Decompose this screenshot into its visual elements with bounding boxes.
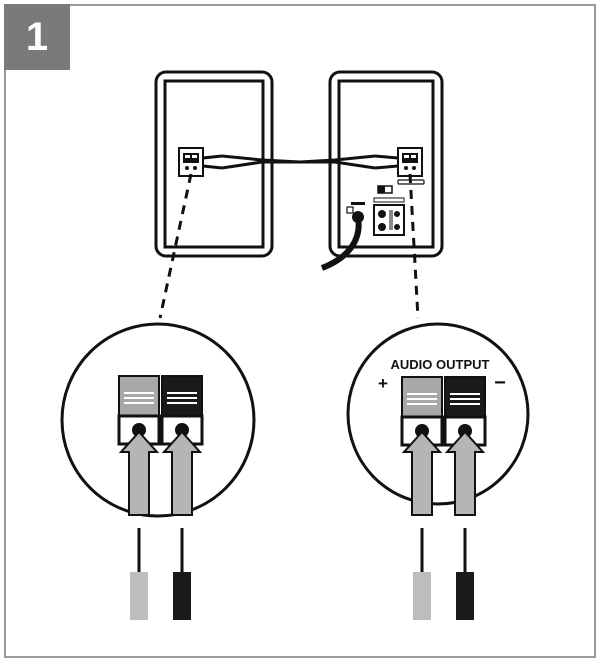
panel-frame bbox=[4, 4, 596, 658]
minus-sign-label: − bbox=[494, 372, 506, 394]
right-leader-line bbox=[408, 173, 420, 319]
right-wire-positive bbox=[413, 528, 431, 620]
rca-input-panel bbox=[373, 197, 405, 236]
right-negative-terminal bbox=[443, 376, 487, 447]
led-indicator bbox=[346, 206, 354, 214]
left-wire-positive bbox=[130, 528, 148, 620]
speaker-link-cable bbox=[202, 154, 399, 170]
left-insert-arrow-negative bbox=[161, 430, 203, 516]
audio-output-label: AUDIO OUTPUT bbox=[391, 357, 490, 372]
right-insert-arrow-negative bbox=[444, 430, 486, 516]
left-speaker-terminal bbox=[178, 147, 204, 177]
left-insert-arrow-positive bbox=[118, 430, 160, 516]
power-label-mark bbox=[351, 202, 365, 205]
step-number-badge: 1 bbox=[4, 4, 70, 70]
right-terminal-zoom: AUDIO OUTPUT + − bbox=[346, 322, 530, 516]
right-wire-negative bbox=[456, 528, 474, 620]
left-positive-terminal bbox=[117, 375, 161, 446]
left-wire-negative bbox=[173, 528, 191, 620]
left-terminal-zoom bbox=[60, 322, 256, 518]
left-speaker-rear bbox=[154, 70, 274, 258]
right-insert-arrow-positive bbox=[401, 430, 443, 516]
right-speaker-terminal bbox=[397, 147, 423, 177]
power-switch bbox=[377, 185, 393, 194]
plus-sign-label: + bbox=[378, 374, 388, 393]
left-leader-line bbox=[158, 173, 193, 319]
power-cable bbox=[320, 216, 362, 271]
right-speaker-rear bbox=[320, 70, 444, 271]
